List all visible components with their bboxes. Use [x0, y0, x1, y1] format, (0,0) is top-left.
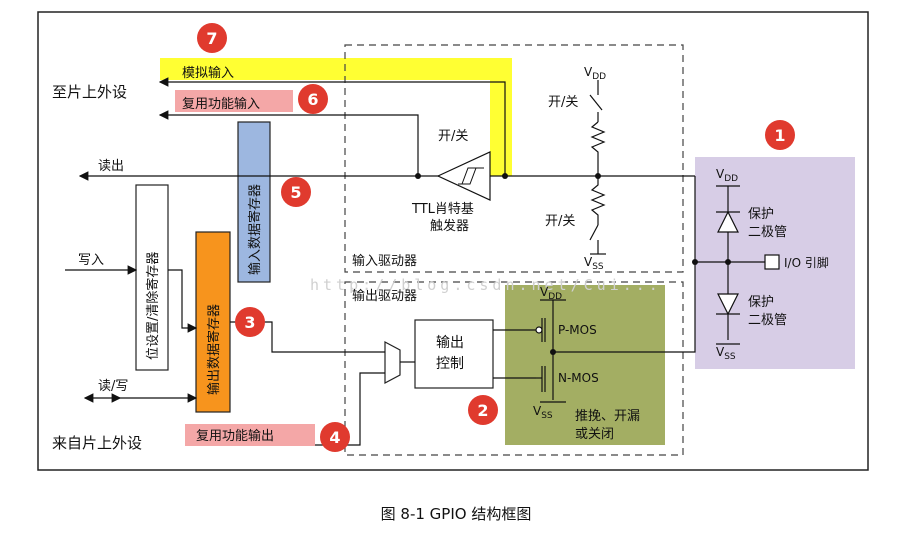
svg-text:2: 2	[477, 401, 488, 420]
marker-2: 2	[468, 395, 498, 425]
protect-bot-line1: 保护	[748, 295, 774, 310]
pmos-label: P-MOS	[558, 323, 597, 337]
vdd-right-label: VDD	[716, 167, 738, 184]
switch-top-label: 开/关	[438, 129, 468, 144]
output-control-line1: 输出	[436, 335, 464, 351]
bit-set-reset-register	[135, 184, 169, 371]
protection-diodes	[716, 210, 740, 316]
input-driver-label: 输入驱动器	[352, 253, 417, 269]
mosfets	[535, 318, 543, 392]
input-driver-box	[344, 44, 684, 273]
io-pin-square	[764, 254, 780, 270]
switch-low-label: 开/关	[545, 214, 575, 229]
vdd-top-label: VDD	[584, 65, 606, 82]
alt-func-input-box	[175, 90, 293, 112]
nmos-label: N-MOS	[558, 371, 599, 385]
analog-input-band-vertical	[490, 58, 512, 176]
vss-mos-label: VSS	[533, 404, 553, 421]
to-peripheral-label: 至片上外设	[52, 83, 127, 101]
junction-dots	[415, 173, 731, 355]
output-control-line2: 控制	[436, 356, 464, 372]
ttl-trigger-line1: TTL肖特基	[411, 202, 474, 217]
output-data-register-label: 输出数据寄存器	[206, 304, 222, 395]
read-write-label: 读/写	[98, 379, 128, 394]
output-driver-box	[344, 281, 684, 456]
output-driver-label: 输出驱动器	[352, 288, 417, 304]
protect-top-line2: 二极管	[748, 225, 787, 240]
svg-text:3: 3	[244, 313, 255, 332]
marker-6: 6	[298, 84, 328, 114]
push-pull-area	[505, 285, 665, 445]
read-out-label: 读出	[98, 159, 124, 174]
analog-input-label: 模拟输入	[182, 65, 234, 81]
marker-7: 7	[197, 23, 227, 53]
push-pull-line1: 推挽、开漏	[575, 408, 640, 424]
svg-text:1: 1	[774, 126, 785, 145]
marker-5: 5	[281, 177, 311, 207]
switch-mid-label: 开/关	[548, 95, 578, 110]
input-data-register	[237, 121, 271, 283]
protect-bot-line2: 二极管	[748, 313, 787, 328]
vss-mid-label: VSS	[584, 255, 604, 272]
svg-text:7: 7	[206, 29, 217, 48]
analog-input-band	[160, 58, 512, 80]
bit-set-reset-label: 位设置/清除寄存器	[145, 252, 161, 360]
mux-shape	[384, 341, 401, 384]
figure-caption: 图 8-1 GPIO 结构框图	[381, 505, 532, 523]
ttl-trigger-line2: 触发器	[430, 218, 469, 234]
from-peripheral-label: 来自片上外设	[52, 434, 142, 452]
io-pin-label: I/O 引脚	[784, 255, 829, 270]
ttl-schmitt-trigger	[436, 151, 491, 201]
input-data-register-label: 输入数据寄存器	[247, 184, 263, 275]
svg-text:6: 6	[307, 90, 318, 109]
output-control-box	[414, 319, 494, 389]
marker-1: 1	[765, 120, 795, 150]
svg-text:5: 5	[290, 183, 301, 202]
vdd-mos-label: VDD	[540, 285, 562, 302]
push-pull-line2: 或关闭	[575, 427, 614, 442]
watermark: http://blog.csdn.net/Cui...	[310, 276, 662, 294]
protect-top-line1: 保护	[748, 207, 774, 222]
svg-text:4: 4	[329, 428, 340, 447]
marker-4: 4	[320, 422, 350, 452]
marker-3: 3	[235, 307, 265, 337]
alt-func-output-label: 复用功能输出	[196, 428, 274, 444]
vss-right-label: VSS	[716, 345, 736, 362]
alt-func-input-label: 复用功能输入	[182, 96, 260, 112]
alt-func-output-box	[185, 424, 315, 446]
write-in-label: 写入	[78, 253, 104, 268]
